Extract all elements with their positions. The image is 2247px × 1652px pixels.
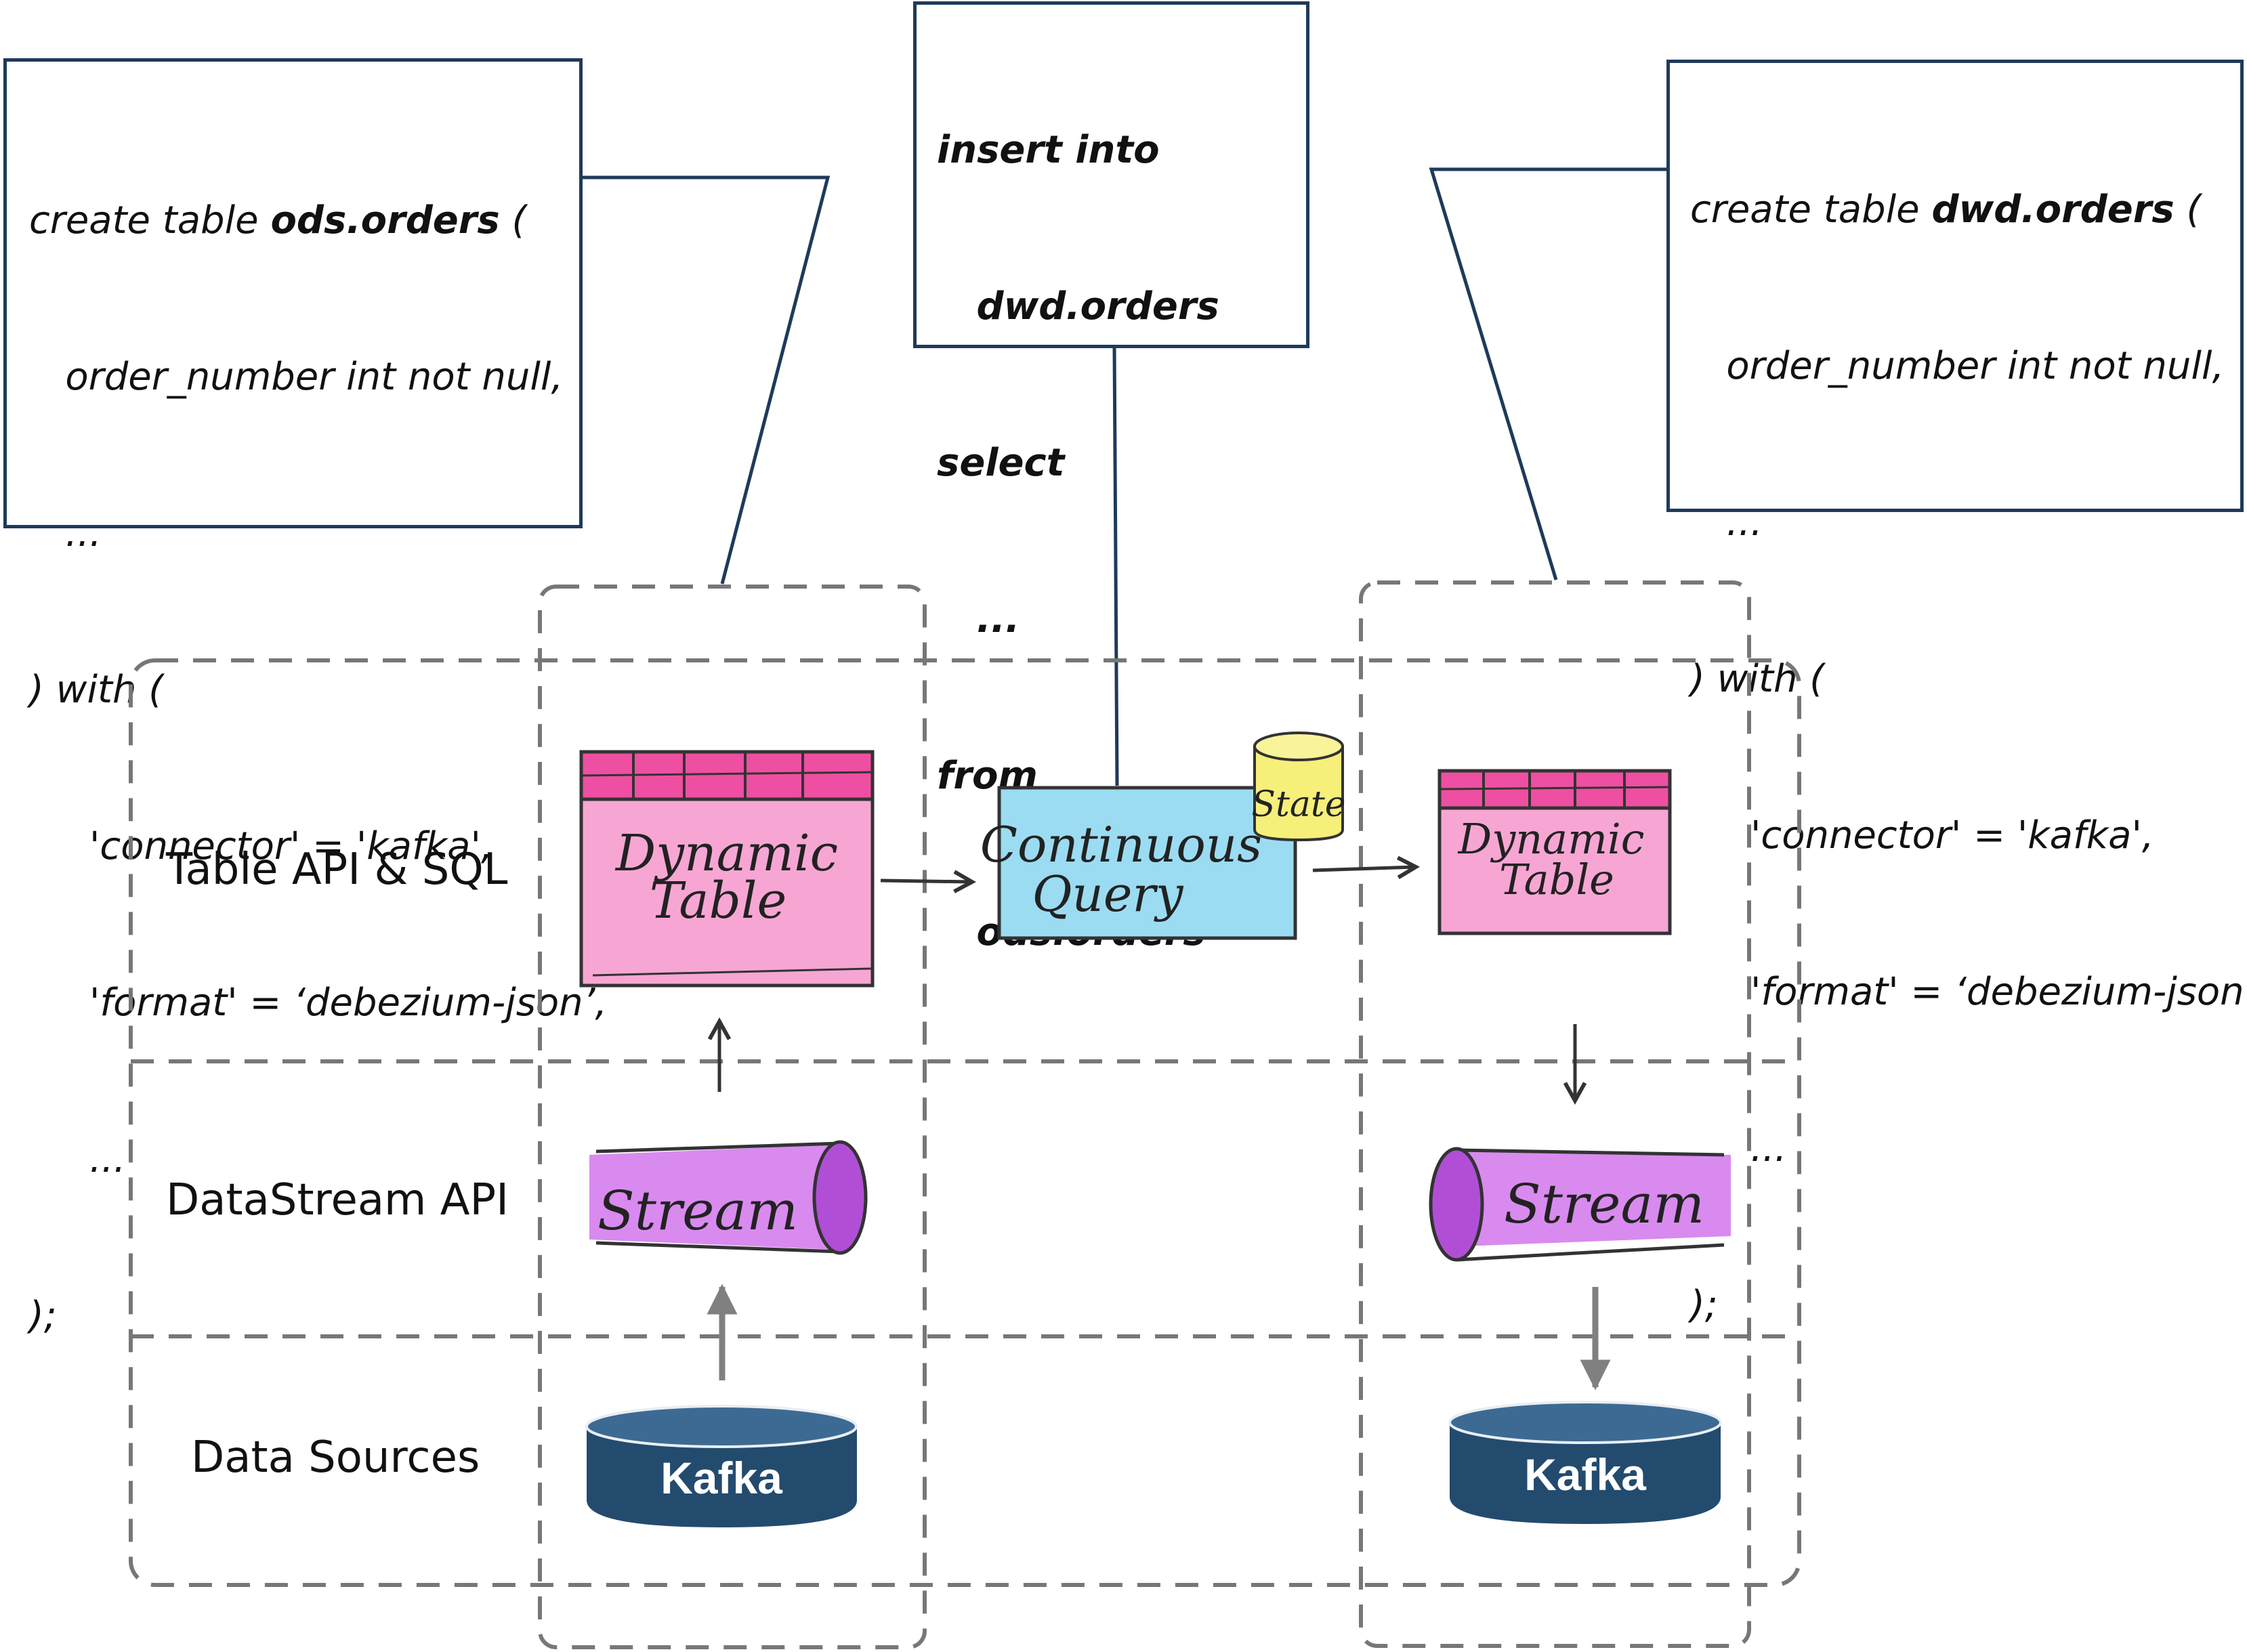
ddl-left-line6: 'format' = ‘debezium-json’, — [29, 981, 608, 1025]
dynamic-table-right: Dynamic Table — [1437, 769, 1672, 935]
kafka-right: Kafka — [1448, 1401, 1722, 1524]
kafka-right-label: Kafka — [1524, 1449, 1647, 1500]
ddl-right-line2: order_number int not null, — [1690, 344, 2225, 388]
dml-box-center: insert into dwd.orders select ... from o… — [913, 1, 1309, 954]
layers-frame — [129, 658, 1801, 1587]
dml-line4: ... — [937, 597, 1020, 641]
ddl-right-line4: ) with ( — [1690, 657, 1825, 701]
ddl-right-line1: create table dwd.orders ( — [1690, 188, 2202, 232]
state-label: State — [1251, 784, 1345, 825]
ddl-left-line2: order_number int not null, — [29, 355, 564, 399]
dml-line2: dwd.orders — [937, 284, 1219, 329]
arrow-table-to-query — [880, 881, 972, 882]
dynamic-table-left: Dynamic Table — [579, 750, 875, 988]
column-frame-left — [538, 585, 927, 1649]
connector-left — [583, 175, 831, 585]
ddl-right-line6: 'format' = ‘debezium-json’, — [1690, 970, 2247, 1014]
ddl-left-line7: ... — [29, 1137, 126, 1181]
continuous-query-label-2: Query — [1032, 866, 1183, 923]
connector-center — [1112, 346, 1119, 786]
ddl-box-right: create table dwd.orders ( order_number i… — [1666, 60, 2247, 1327]
ddl-left-line5: 'connector' = 'kafka', — [29, 824, 493, 868]
ddl-left-line8: ); — [29, 1294, 57, 1338]
stream-left-label: Stream — [597, 1179, 798, 1242]
layer-label-datastream-api: DataStream API — [166, 1175, 509, 1225]
arrow-query-to-table — [1312, 867, 1416, 870]
ddl-left-line3: ... — [29, 511, 102, 555]
continuous-query-label-1: Continuous — [980, 816, 1262, 873]
ddl-left-line1: create table ods.orders ( — [29, 198, 527, 242]
stream-right: Stream — [1429, 1147, 1731, 1262]
kafka-left-label: Kafka — [660, 1453, 783, 1503]
dynamic-table-right-label-2: Table — [1499, 855, 1614, 904]
dynamic-table-right-label-1: Dynamic — [1458, 814, 1645, 864]
ddl-right-line3: ... — [1690, 501, 1763, 545]
layer-label-table-api: Table API & SQL — [166, 845, 508, 895]
connector-right — [1429, 167, 1668, 580]
ddl-right-line7: ... — [1690, 1126, 1787, 1170]
ddl-right-line8: ); — [1690, 1283, 1718, 1327]
dynamic-table-left-label-1: Dynamic — [614, 824, 838, 883]
dml-line3: select — [937, 441, 1065, 485]
state-cylinder: State — [1251, 732, 1346, 842]
kafka-left: Kafka — [585, 1405, 858, 1527]
ddl-right-line5: 'connector' = 'kafka', — [1690, 813, 2154, 857]
ddl-box-left: create table ods.orders ( order_number i… — [3, 58, 607, 1338]
ddl-left-line4: ) with ( — [29, 668, 164, 712]
column-frame-right — [1359, 580, 1751, 1648]
dml-line1: insert into — [937, 128, 1160, 172]
stream-right-label: Stream — [1504, 1172, 1704, 1235]
layer-label-data-sources: Data Sources — [191, 1433, 480, 1483]
stream-left: Stream — [589, 1140, 868, 1255]
dynamic-table-left-label-2: Table — [650, 872, 787, 930]
continuous-query: Continuous Query — [980, 786, 1297, 940]
